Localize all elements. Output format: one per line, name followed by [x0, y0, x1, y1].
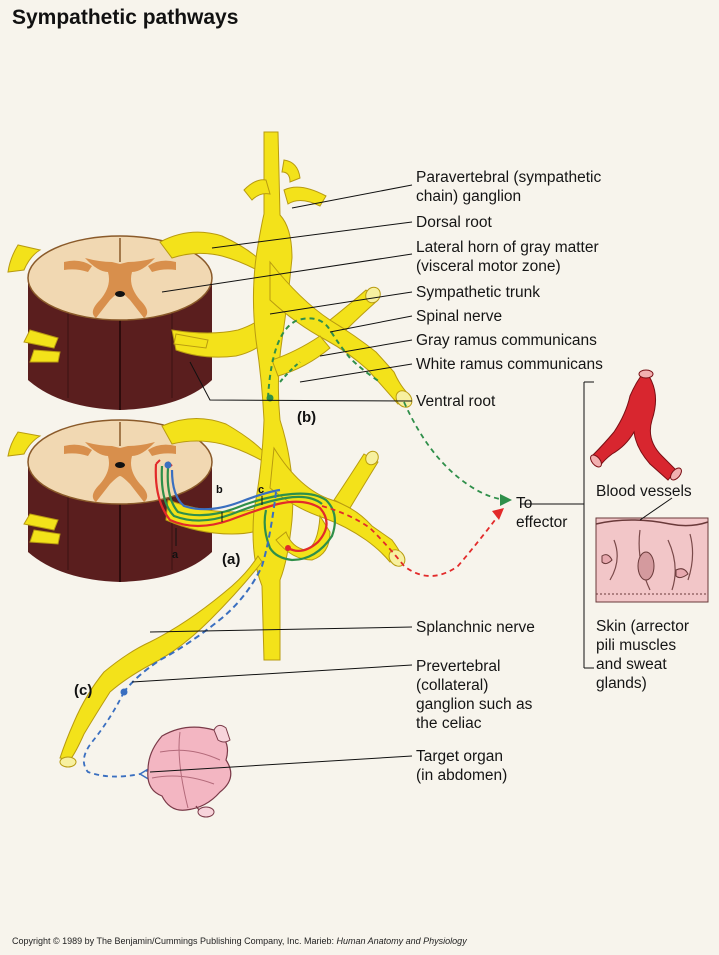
copyright-text: Copyright © 1989 by The Benjamin/Cumming…: [12, 936, 337, 946]
label-target-organ: Target organ (in abdomen): [416, 748, 508, 784]
fiber-label-b: b: [216, 484, 223, 496]
pathway-label-b: (b): [297, 409, 317, 426]
label-splanchnic-nerve: Splanchnic nerve: [416, 619, 535, 636]
fiber-label-a: a: [172, 549, 179, 561]
label-dorsal-root: Dorsal root: [416, 214, 492, 231]
label-skin: Skin (arrector pili muscles and sweat gl…: [596, 618, 690, 692]
sympathetic-trunk: [59, 131, 411, 761]
label-prevertebral-ganglion: Prevertebral (collateral) ganglion such …: [416, 658, 533, 732]
fiber-label-c: c: [258, 484, 265, 496]
skin-illustration: [595, 517, 709, 603]
page-title: Sympathetic pathways: [12, 6, 239, 29]
leader-lines: [131, 184, 673, 773]
pathway-label-a: (a): [222, 551, 241, 568]
pathway-label-c: (c): [74, 682, 93, 699]
pathway-b-upper: [266, 317, 512, 506]
copyright-notice: Copyright © 1989 by The Benjamin/Cumming…: [12, 936, 467, 946]
label-spinal-nerve: Spinal nerve: [416, 308, 503, 325]
label-ventral-root: Ventral root: [416, 393, 496, 410]
label-white-ramus: White ramus communicans: [416, 356, 603, 373]
label-gray-ramus: Gray ramus communicans: [416, 332, 597, 349]
blood-vessel-illustration: [590, 369, 682, 481]
label-sympathetic-trunk: Sympathetic trunk: [416, 284, 541, 301]
label-paravertebral-ganglion: Paravertebral (sympathetic chain) gangli…: [416, 169, 602, 205]
label-to-effector: To effector: [516, 495, 568, 531]
spinal-cord-lower: [27, 419, 213, 582]
spinal-cord-upper: [27, 235, 213, 410]
label-blood-vessels: Blood vessels: [596, 483, 692, 500]
target-organ-intestine: [147, 724, 232, 818]
copyright-book-title: Human Anatomy and Physiology: [336, 936, 467, 946]
upper-nerve-roots: [7, 231, 277, 363]
label-lateral-horn: Lateral horn of gray matter (visceral mo…: [416, 239, 599, 275]
